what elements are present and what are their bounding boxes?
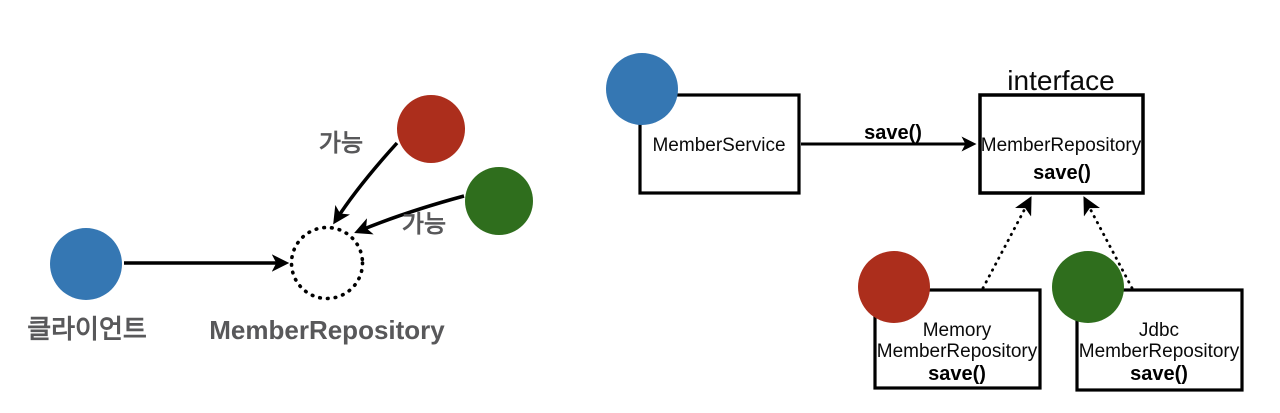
interface-caption: interface: [1007, 65, 1114, 96]
right-implementation-diagram: MemberService save() interface MemberRep…: [606, 53, 1244, 392]
memory-box-line1: Memory: [923, 320, 992, 341]
client-label: 클라이언트: [27, 314, 147, 344]
member-service-title: MemberService: [652, 135, 785, 156]
memory-red-circle: [858, 251, 930, 323]
possible-label-right: 가능: [402, 211, 446, 238]
interface-box-title: MemberRepository: [981, 135, 1142, 156]
service-blue-circle: [606, 53, 678, 125]
candidate-green-circle: [465, 167, 533, 235]
memory-box-line2: MemberRepository: [877, 341, 1038, 362]
left-abstraction-diagram: 가능 가능 클라이언트 MemberRepository: [27, 95, 533, 345]
jdbc-box-method: save(): [1130, 363, 1188, 385]
member-repository-interface-box: [978, 93, 1145, 195]
memory-realization-arrow: [981, 196, 1032, 290]
possible-label-top: 가능: [319, 130, 363, 157]
jdbc-box-line2: MemberRepository: [1079, 341, 1240, 362]
repository-dotted-circle: [289, 225, 365, 301]
candidate-red-circle: [397, 95, 465, 163]
red-candidate-arrow: [333, 141, 399, 225]
client-circle: [50, 228, 122, 300]
memory-box-method: save(): [928, 363, 986, 385]
repository-label: MemberRepository: [209, 315, 445, 345]
arrow-save-label: save(): [864, 122, 922, 144]
jdbc-realization-arrow: [1083, 196, 1134, 290]
interface-box-method: save(): [1033, 162, 1091, 184]
green-candidate-arrow: [354, 194, 465, 235]
jdbc-box-line1: Jdbc: [1139, 320, 1179, 341]
jdbc-green-circle: [1052, 251, 1124, 323]
